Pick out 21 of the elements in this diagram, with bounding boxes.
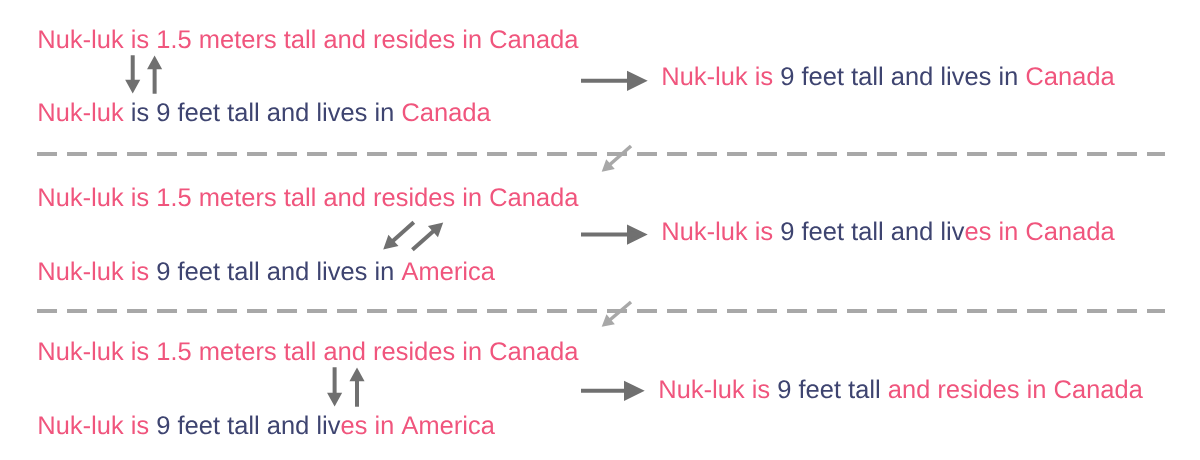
sentence-part: 9 feet tall and liv [157, 415, 341, 435]
sentence-part: and resides in Canada [888, 379, 1143, 399]
sentence-part: Nuk-luk is 1.5 meters tall and resides in Canada [39, 29, 579, 49]
sentence-part: 9 feet tall [778, 379, 879, 399]
sentence-part: America [401, 261, 495, 281]
sentence-part: Nuk-luk is [39, 261, 149, 281]
sentence-part: 9 feet tall and liv [781, 221, 965, 241]
sentence-part: 9 feet tall and lives in [157, 261, 393, 281]
sentence-part: Nuk-luk is 1.5 meters tall and resides in Canada [39, 187, 579, 207]
sentence-part: Nuk-luk is [663, 66, 773, 86]
sentence-part: Nuk-luk is [39, 415, 149, 435]
sentence-part: Canada [402, 102, 491, 122]
sentence-part: Nuk-luk is [660, 379, 770, 399]
sentence-part: Canada [1026, 66, 1115, 86]
sentence-part: Nuk-luk is [663, 221, 773, 241]
sentence-part: is 9 feet tall and lives in [132, 102, 393, 122]
sentence-part: es in America [341, 415, 495, 435]
sentence-part: Nuk-luk is 1.5 meters tall and resides in Canada [39, 341, 579, 361]
sentence-part: es in Canada [965, 221, 1115, 241]
sentence-part: 9 feet tall and lives in [781, 66, 1017, 86]
sentence-part: Nuk-luk [39, 102, 124, 122]
